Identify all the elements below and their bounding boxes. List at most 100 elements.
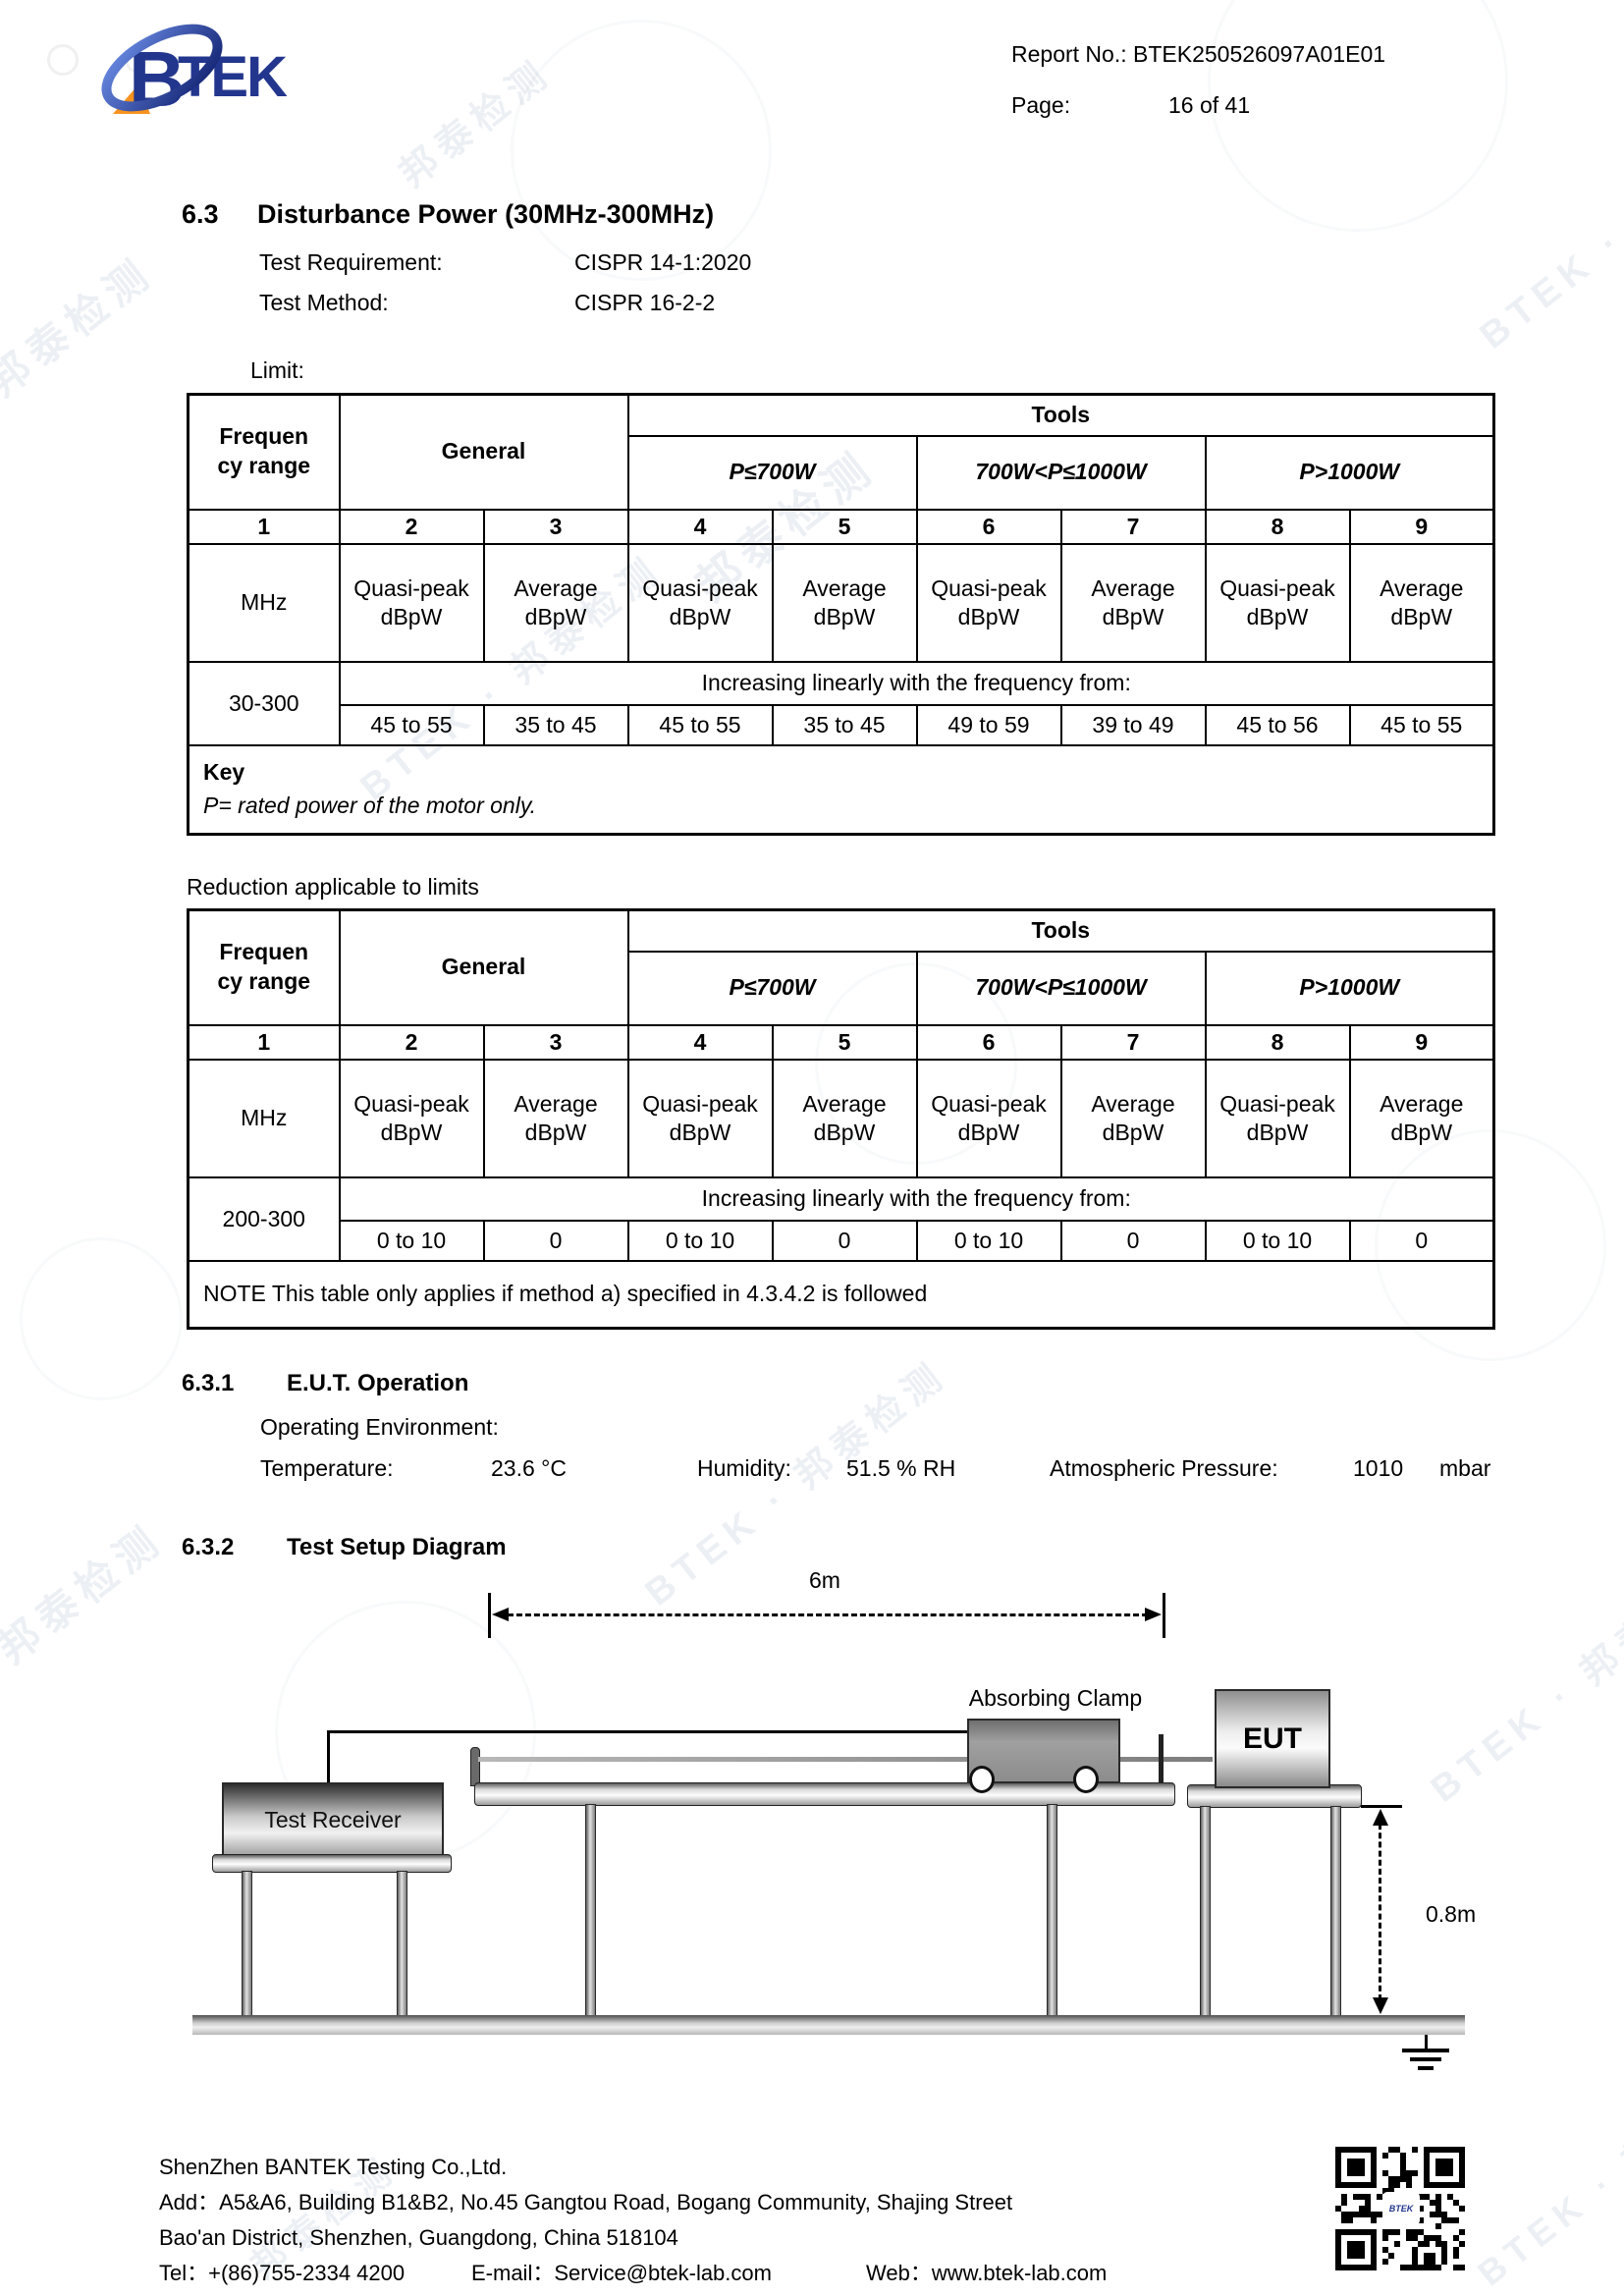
footer-email: E-mail：Service@btek-lab.com — [471, 2261, 772, 2285]
limit-col-num: 4 — [626, 508, 774, 546]
ground-plane — [192, 2015, 1465, 2035]
report-number-value: BTEK250526097A01E01 — [1133, 41, 1386, 67]
operating-environment-label: Operating Environment: — [260, 1414, 499, 1440]
reduction-note-row: NOTE This table only applies if method a… — [187, 1260, 1495, 1330]
receiver-cable-horizontal — [327, 1730, 969, 1733]
dimension-6m-arrow-right-icon — [1145, 1608, 1162, 1621]
reduction-value: 0 — [1348, 1220, 1495, 1263]
limit-value: 49 to 59 — [915, 704, 1062, 747]
limit-col-num: 7 — [1059, 508, 1207, 546]
limit-value: 45 to 55 — [626, 704, 774, 747]
watermark-text: BTEK · 邦泰检测 — [1472, 96, 1624, 357]
eut-table-leg — [1330, 1806, 1341, 2018]
eut-box: EUT — [1215, 1689, 1330, 1788]
reduction-col-num: 8 — [1204, 1023, 1351, 1062]
report-number-label: Report No.: — [1011, 41, 1127, 67]
limit-key-label: Key — [203, 759, 245, 786]
qr-center-logo: BTEK — [1382, 2192, 1420, 2225]
limit-col-num: 8 — [1204, 508, 1351, 546]
reduction-value: 0 to 10 — [1204, 1220, 1351, 1263]
watermark-circle — [511, 20, 772, 281]
limit-th-p1000: P>1000W — [1204, 434, 1495, 511]
reduction-value: 0 to 10 — [626, 1220, 774, 1263]
reduction-value: 0 to 10 — [915, 1220, 1062, 1263]
reduction-th-general: General — [338, 908, 629, 1026]
reduction-value: 0 to 10 — [338, 1220, 485, 1263]
ground-symbol-icon — [1418, 2066, 1434, 2070]
test-setup-title: Test Setup Diagram — [287, 1534, 507, 1560]
limit-col-num: 9 — [1348, 508, 1495, 546]
reduction-value: 0 — [771, 1220, 918, 1263]
limit-col-num: 2 — [338, 508, 485, 546]
report-number-line: Report No.: BTEK250526097A01E01 — [1011, 41, 1385, 69]
table-left-post — [470, 1747, 480, 1786]
test-method-value: CISPR 16-2-2 — [574, 290, 716, 315]
absorbing-clamp-box — [967, 1719, 1120, 1783]
limit-table: Frequency range General Tools P≤700W 700… — [187, 393, 1495, 837]
ground-symbol-stub — [1425, 2035, 1428, 2049]
limit-th-frequency-range: Frequency range — [187, 393, 341, 511]
limit-value: 39 to 49 — [1059, 704, 1207, 747]
reduction-value: 0 — [1059, 1220, 1207, 1263]
reduction-th-p700-1000: 700W<P≤1000W — [915, 950, 1207, 1026]
watermark-text: 邦泰检测 — [0, 1514, 173, 1672]
watermark-text: BTEK · 邦泰检测 — [1470, 2043, 1624, 2294]
eut-table-leg — [1200, 1806, 1211, 2018]
absorbing-clamp-label: Absorbing Clamp — [968, 1685, 1143, 1711]
footer-web: Web：www.btek-lab.com — [866, 2261, 1108, 2285]
reduction-th-tools: Tools — [626, 908, 1495, 953]
reduction-col-num: 7 — [1059, 1023, 1207, 1062]
test-receiver-box: Test Receiver — [222, 1782, 444, 1858]
limit-value: 45 to 55 — [338, 704, 485, 747]
pressure-label: Atmospheric Pressure: — [1050, 1455, 1278, 1481]
dimension-6m-line — [499, 1613, 1157, 1616]
pressure-value: 1010 — [1353, 1455, 1404, 1481]
table-right-post — [1159, 1734, 1164, 1783]
test-receiver-leg — [242, 1871, 252, 2018]
limit-key-text: P= rated power of the motor only. — [203, 793, 537, 819]
dimension-6m-tick-right — [1163, 1593, 1165, 1638]
test-table-leg — [585, 1804, 596, 2018]
test-table-top — [474, 1782, 1175, 1806]
test-receiver-base — [212, 1854, 452, 1873]
reduction-col-num: 9 — [1348, 1023, 1495, 1062]
pressure-unit: mbar — [1439, 1455, 1491, 1481]
page-number-label: Page: — [1011, 92, 1071, 118]
watermark-circle — [1208, 0, 1508, 232]
limit-value: 45 to 55 — [1348, 704, 1495, 747]
reduction-col-num: 3 — [482, 1023, 629, 1062]
watermark-circle — [20, 1237, 183, 1400]
reduction-unit-mhz: MHz — [187, 1059, 341, 1179]
limit-key-row: Key P= rated power of the motor only. — [187, 744, 1495, 836]
test-setup-number: 6.3.2 — [182, 1534, 235, 1560]
lead-under-test — [478, 1757, 1213, 1762]
test-method-label: Test Method: — [259, 290, 389, 315]
limit-th-general: General — [338, 393, 629, 511]
page-number-value: 16 of 41 — [1168, 92, 1251, 118]
reduction-col-num: 5 — [771, 1023, 918, 1062]
reduction-frequency-value: 200-300 — [187, 1176, 341, 1263]
limit-increasing-note: Increasing linearly with the frequency f… — [338, 661, 1495, 707]
reduction-col-num: 1 — [187, 1023, 341, 1062]
dimension-08m-tick-top — [1361, 1805, 1402, 1808]
limit-th-tools: Tools — [626, 393, 1495, 437]
limit-col-num: 3 — [482, 508, 629, 546]
reduction-caption: Reduction applicable to limits — [187, 874, 479, 900]
test-receiver-leg — [397, 1871, 407, 2018]
limit-value: 45 to 56 — [1204, 704, 1351, 747]
reduction-value: 0 — [482, 1220, 629, 1263]
test-requirement-value: CISPR 14-1:2020 — [574, 249, 752, 275]
btek-logo: B TEK — [93, 14, 290, 124]
temperature-label: Temperature: — [260, 1455, 394, 1481]
reduction-col-num: 6 — [915, 1023, 1062, 1062]
watermark-text: BTEK · 邦泰检测 — [1423, 1550, 1624, 1811]
